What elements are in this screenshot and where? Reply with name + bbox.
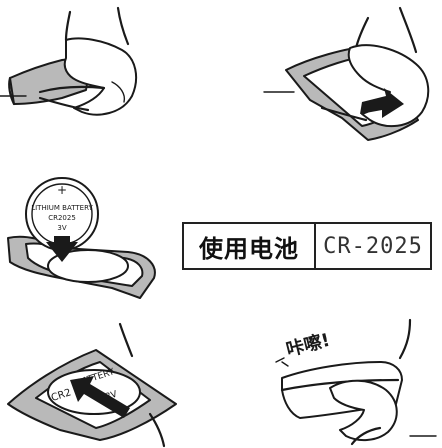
hand-outline — [116, 6, 130, 46]
step-5-click-into-place: 咔嚓! — [260, 318, 442, 448]
finger — [347, 44, 430, 128]
step-4-push-tray-in: BATTERY CR2 3V — [0, 318, 190, 448]
step-1-hand-pull-tray — [0, 0, 180, 140]
push-arrow — [70, 376, 130, 418]
battery-spec-value: CR-2025 — [323, 233, 423, 259]
battery-spec-box: 使用电池 CR-2025 — [182, 222, 432, 270]
click-sound-text: 咔嚓! — [284, 329, 332, 361]
svg-text:3V: 3V — [57, 224, 66, 232]
svg-text:+: + — [57, 183, 67, 197]
svg-text:LITHIUM BATTERY: LITHIUM BATTERY — [31, 204, 93, 212]
finger — [329, 379, 398, 442]
battery-spec-label: 使用电池 — [184, 224, 316, 268]
step-2-slide-out-tray — [250, 0, 442, 160]
finger — [63, 37, 138, 116]
insert-arrow — [46, 236, 78, 262]
svg-text:CR2025: CR2025 — [48, 214, 76, 222]
step-3-insert-coin-cell: + LITHIUM BATTERY CR2025 3V — [0, 170, 170, 310]
slide-arrow — [360, 88, 404, 118]
